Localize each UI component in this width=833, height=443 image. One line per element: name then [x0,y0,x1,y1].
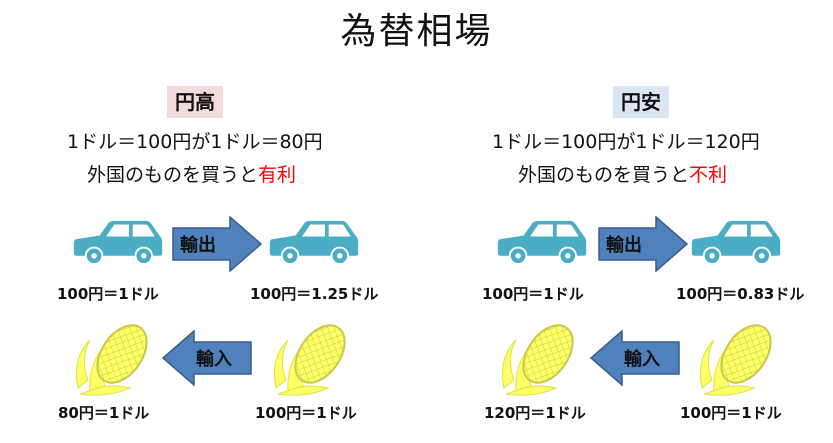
left-effect-line: 外国のものを買うと有利 [87,160,296,187]
right-effect-line: 外国のものを買うと不利 [518,160,727,187]
import-arrow-icon: 輸入 [162,330,252,386]
right-car-right-price: 100円＝0.83ドル [676,285,805,303]
yen-high-badge: 円高 [167,86,223,118]
import-arrow-icon: 輸入 [590,330,680,386]
left-corn-left-price: 80円＝1ドル [58,404,150,422]
right-corn-right-price: 100円＝1ドル [680,404,782,422]
car-icon [496,218,588,266]
left-rate-line: 1ドル＝100円が1ドル＝80円 [67,131,323,153]
right-rate-line: 1ドル＝100円が1ドル＝120円 [492,131,760,153]
left-car-right-price: 100円＝1.25ドル [250,285,379,303]
export-arrow-icon: 輸出 [598,216,688,272]
page-title: 為替相場 [340,11,493,52]
left-effect-highlight: 有利 [258,164,297,186]
corn-icon [692,318,782,398]
right-effect-prefix: 外国のものを買うと [518,164,690,186]
left-corn-right-price: 100円＝1ドル [255,404,357,422]
left-effect-prefix: 外国のものを買うと [87,164,259,186]
car-icon [268,218,360,266]
right-car-left-price: 100円＝1ドル [482,285,584,303]
right-corn-left-price: 120円＝1ドル [484,404,586,422]
left-export-label: 輸出 [180,234,216,256]
left-import-label: 輸入 [196,348,232,370]
left-car-left-price: 100円＝1ドル [57,285,159,303]
yen-low-badge: 円安 [613,86,669,118]
corn-icon [266,318,356,398]
car-icon [690,218,782,266]
export-arrow-icon: 輸出 [172,216,262,272]
corn-icon [68,318,158,398]
car-icon [72,218,164,266]
right-effect-highlight: 不利 [689,164,728,186]
right-export-label: 輸出 [606,234,642,256]
corn-icon [494,318,584,398]
right-import-label: 輸入 [624,348,660,370]
